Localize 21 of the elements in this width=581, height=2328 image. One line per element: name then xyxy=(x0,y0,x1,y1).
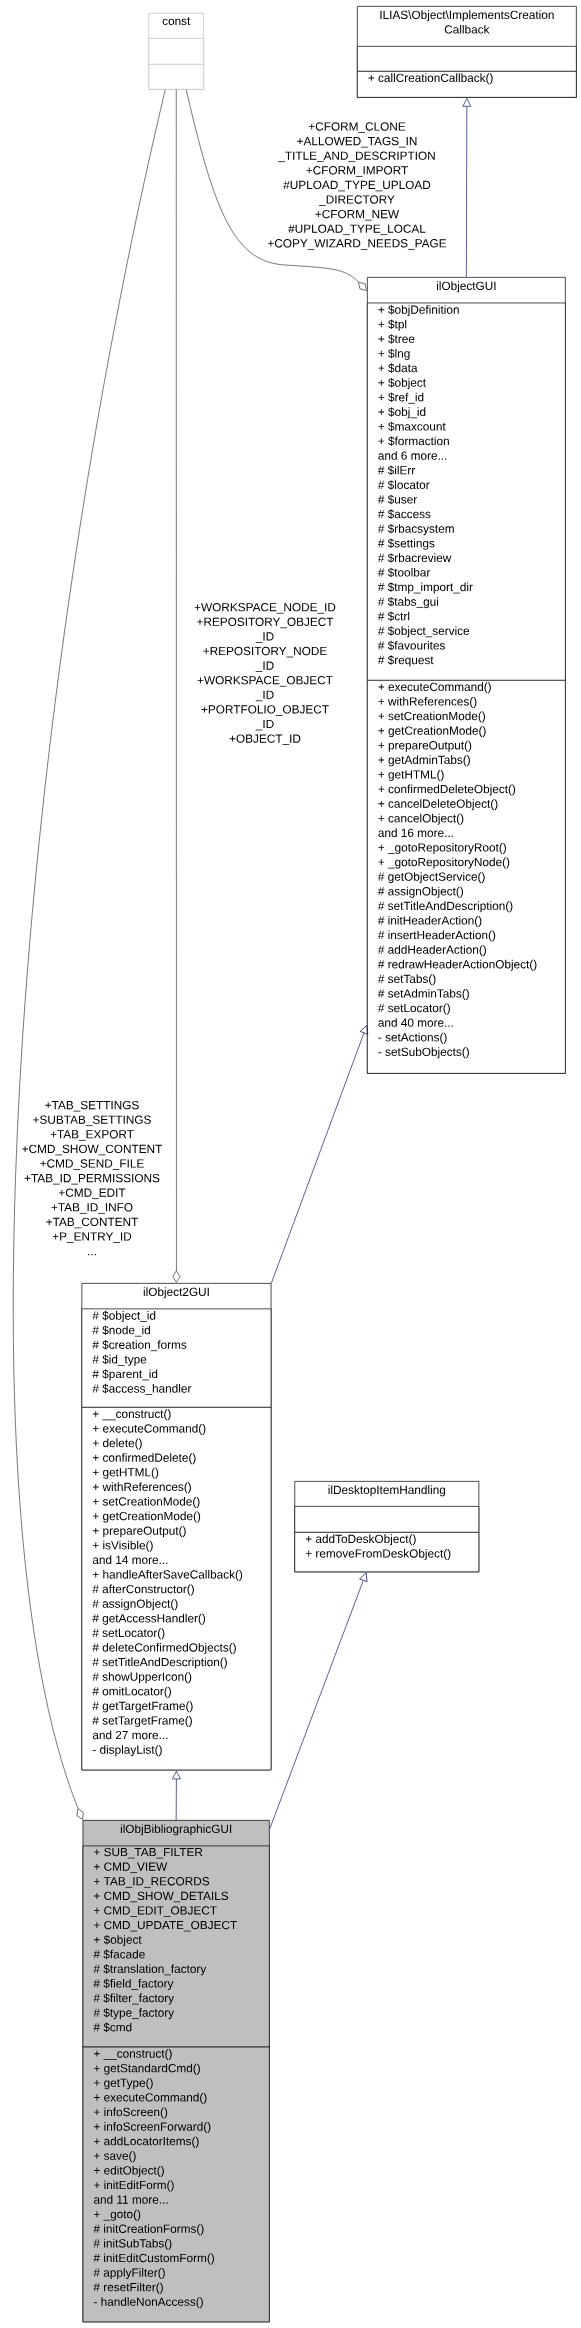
aggregation-line xyxy=(172,89,181,1283)
aggregation-line xyxy=(185,89,367,291)
method-list: + addToDeskObject() + removeFromDeskObject() xyxy=(294,1532,480,1573)
edge-label: +TAB_SETTINGS +SUBTAB_SETTINGS +TAB_EXPORT +CMD_SHOW_CONTENT +CMD_SEND_FILE +TAB_ID_PERMISSIONS +CMD_EDIT +TAB_ID_INFO +TAB_CONTENT +P_ENTRY_ID ... xyxy=(22,1100,163,1256)
method-list: + executeCommand() + withReferences() + setCreationMode() + getCreationMode() + prepareOutput() + getAdminTabs() + getHTML() + confirmedDeleteObject() + cancelDeleteObject() + cancelObject() and 16 more... + _gotoRepositoryRoot() + _gotoRepositoryNode() # getObjectService() # assignObject() # setTitleAndDescription() # initHeaderAction() # insertHeaderAction() # addHeaderAction() # redrawHeaderActionObject() # setTabs() # setAdminTabs() # setLocator() and 40 more... - setActions() - setSubObjects() xyxy=(367,680,566,1074)
empty-compartment xyxy=(357,46,577,72)
attribute-list: + SUB_TAB_FILTER + CMD_VIEW + TAB_ID_RECORDS + CMD_SHOW_DETAILS + CMD_EDIT_OBJECT + CMD_UPDATE_OBJECT + $object # $facade # $translation_factory # $field_factory # $filter_factory # $type_factory # $cmd xyxy=(82,1845,270,2048)
empty-compartment xyxy=(148,64,204,90)
edge-label: +WORKSPACE_NODE_ID +REPOSITORY_OBJECT _ID +REPOSITORY_NODE _ID +WORKSPACE_OBJECT _ID +PORTFOLIO_OBJECT _ID +OBJECT_ID xyxy=(194,603,336,745)
inheritance-arrow xyxy=(271,1025,369,1284)
attribute-list: # $object_id # $node_id # $creation_forms # $id_type # $parent_id # $access_handler xyxy=(81,1308,272,1408)
empty-compartment xyxy=(294,1506,480,1533)
attribute-list: + $objDefinition + $tpl + $tree + $lng + $data + $object + $ref_id + $obj_id + $maxcount + $formaction and 6 more... # $ilErr # $locator # $user # $access # $rbacsystem # $settings # $rbacreview # $toolbar # $tmp_import_dir # $tabs_gui # $ctrl # $object_service # $favourites # $request xyxy=(367,302,566,681)
aggregation-line xyxy=(13,89,166,1820)
inheritance-arrow xyxy=(269,1572,368,1830)
edge-label: +CFORM_CLONE +ALLOWED_TAGS_IN _TITLE_AND_DESCRIPTION +CFORM_IMPORT #UPLOAD_TYPE_UPLOAD _DIRECTORY +CFORM_NEW #UPLOAD_TYPE_LOCAL +COPY_WIZARD_NEEDS_PAGE xyxy=(268,122,447,250)
inheritance-arrow xyxy=(172,1770,181,1821)
method-list: + __construct() + getStandardCmd() + getType() + executeCommand() + infoScreen() + infoScreenForward() + addLocatorItems() + save() + editObject() + initEditForm() and 11 more... + _goto() # initCreationForms() # initSubTabs() # initEditCustomForm() # applyFilter() # resetFilter() - handleNonAccess() xyxy=(82,2046,270,2323)
method-list: + callCreationCallback() xyxy=(357,71,577,98)
inheritance-arrow xyxy=(462,98,472,278)
empty-compartment xyxy=(148,38,204,65)
